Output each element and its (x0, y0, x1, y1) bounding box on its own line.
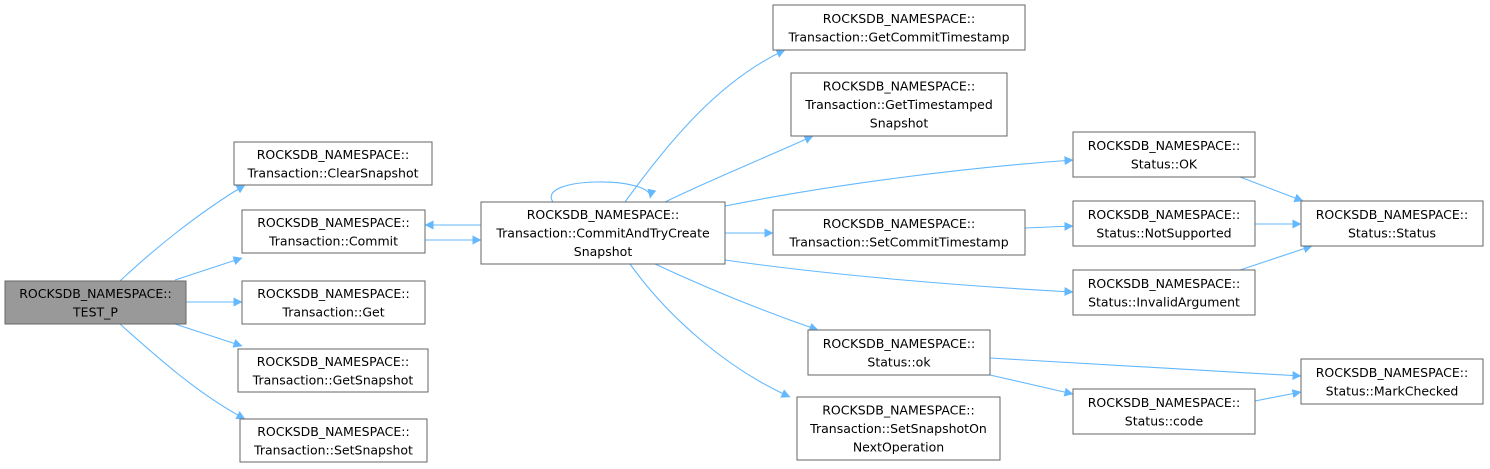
node-label-line: ROCKSDB_NAMESPACE:: (257, 215, 409, 230)
node-status-ok-lower[interactable]: ROCKSDB_NAMESPACE::Status::ok (807, 329, 991, 376)
edge-commit-and-try-to-get-ts-snapshot (664, 135, 814, 203)
node-get-ts-snapshot[interactable]: ROCKSDB_NAMESPACE::Transaction::GetTimes… (790, 72, 1008, 137)
node-label-line: Transaction::Get (281, 304, 384, 319)
node-label-line: ROCKSDB_NAMESPACE:: (19, 286, 171, 301)
node-label-line: Transaction::GetTimestamped (804, 97, 993, 112)
node-box (807, 329, 991, 376)
node-commit[interactable]: ROCKSDB_NAMESPACE::Transaction::Commit (241, 209, 426, 254)
node-label-line: Status::Status (1348, 225, 1436, 240)
node-set-snapshot[interactable]: ROCKSDB_NAMESPACE::Transaction::SetSnaps… (239, 418, 428, 463)
edge-status-ok-lower-to-status-code (989, 374, 1074, 397)
edge-commit-and-try-to-invalid-argument (724, 259, 1074, 297)
node-set-commit-ts[interactable]: ROCKSDB_NAMESPACE::Transaction::SetCommi… (772, 209, 1026, 256)
node-invalid-argument[interactable]: ROCKSDB_NAMESPACE::Status::InvalidArgume… (1072, 269, 1256, 316)
node-box (239, 418, 428, 463)
node-label-line: ROCKSDB_NAMESPACE:: (1088, 276, 1240, 291)
node-box (233, 141, 433, 186)
node-label-line: ROCKSDB_NAMESPACE:: (1088, 138, 1240, 153)
edge-status-ok-lower-to-mark-checked (989, 357, 1302, 380)
node-box (1300, 358, 1484, 405)
edge-status-ok-upper-to-status-status (1239, 176, 1304, 203)
edge-commit-and-try-to-status-ok-lower (654, 263, 819, 332)
node-label-line: Transaction::GetCommitTimestamp (787, 29, 1009, 44)
node-label-line: ROCKSDB_NAMESPACE:: (1088, 395, 1240, 410)
node-label-line: Status::code (1125, 413, 1204, 428)
node-label-line: NextOperation (853, 440, 944, 455)
node-label-line: ROCKSDB_NAMESPACE:: (823, 336, 975, 351)
node-box (772, 4, 1026, 51)
node-box (1072, 269, 1256, 316)
node-box (790, 72, 1008, 137)
node-not-supported[interactable]: ROCKSDB_NAMESPACE::Status::NotSupported (1072, 200, 1256, 247)
node-get[interactable]: ROCKSDB_NAMESPACE::Transaction::Get (241, 280, 426, 325)
node-get-commit-ts[interactable]: ROCKSDB_NAMESPACE::Transaction::GetCommi… (772, 4, 1026, 51)
edge-commit-and-try-to-set-snapshot-on-next (629, 263, 791, 398)
edge-test-p-to-clear-snapshot (119, 184, 246, 282)
edge-test-p-to-set-snapshot (119, 323, 246, 420)
node-status-ok-upper[interactable]: ROCKSDB_NAMESPACE::Status::OK (1072, 131, 1256, 178)
node-label-line: ROCKSDB_NAMESPACE:: (1316, 207, 1468, 222)
node-box (796, 396, 1001, 461)
edge-set-commit-ts-to-not-supported (1024, 221, 1074, 231)
node-label-line: ROCKSDB_NAMESPACE:: (822, 403, 974, 418)
node-label-line: Status::ok (867, 354, 931, 369)
node-box (772, 209, 1026, 256)
node-get-snapshot[interactable]: ROCKSDB_NAMESPACE::Transaction::GetSnaps… (237, 348, 429, 393)
node-label-line: Transaction::SetSnapshotOn (809, 421, 987, 436)
node-label-line: ROCKSDB_NAMESPACE:: (527, 207, 679, 222)
node-status-status[interactable]: ROCKSDB_NAMESPACE::Status::Status (1300, 200, 1484, 247)
node-label-line: ROCKSDB_NAMESPACE:: (1088, 207, 1240, 222)
node-status-code[interactable]: ROCKSDB_NAMESPACE::Status::code (1072, 388, 1256, 435)
node-box (1072, 131, 1256, 178)
node-label-line: Transaction::Commit (268, 233, 398, 248)
node-box (1072, 200, 1256, 247)
node-label-line: Status::OK (1131, 156, 1198, 171)
node-box (480, 201, 726, 265)
node-label-line: ROCKSDB_NAMESPACE:: (823, 216, 975, 231)
node-label-line: Status::NotSupported (1096, 225, 1231, 240)
node-label-line: ROCKSDB_NAMESPACE:: (823, 11, 975, 26)
node-mark-checked[interactable]: ROCKSDB_NAMESPACE::Status::MarkChecked (1300, 358, 1484, 405)
node-label-line: ROCKSDB_NAMESPACE:: (823, 79, 975, 94)
node-box (241, 280, 426, 325)
nodes-layer: ROCKSDB_NAMESPACE::TEST_PROCKSDB_NAMESPA… (4, 4, 1484, 463)
node-box (1072, 388, 1256, 435)
node-box (4, 280, 187, 325)
node-label-line: ROCKSDB_NAMESPACE:: (257, 286, 409, 301)
edges-layer (119, 49, 1313, 420)
node-label-line: Snapshot (574, 244, 633, 259)
edge-commit-and-try-to-commit-and-try (550, 181, 657, 203)
edge-test-p-to-get-snapshot (174, 323, 243, 348)
node-label-line: Status::MarkChecked (1326, 383, 1459, 398)
node-label-line: ROCKSDB_NAMESPACE:: (257, 354, 409, 369)
node-label-line: Transaction::ClearSnapshot (246, 165, 418, 180)
node-label-line: ROCKSDB_NAMESPACE:: (257, 147, 409, 162)
node-label-line: Transaction::GetSnapshot (252, 372, 414, 387)
node-clear-snapshot[interactable]: ROCKSDB_NAMESPACE::Transaction::ClearSna… (233, 141, 433, 186)
node-label-line: Snapshot (870, 116, 929, 131)
node-set-snapshot-on-next[interactable]: ROCKSDB_NAMESPACE::Transaction::SetSnaps… (796, 396, 1001, 461)
node-label-line: Transaction::SetCommitTimestamp (788, 234, 1008, 249)
node-commit-and-try[interactable]: ROCKSDB_NAMESPACE::Transaction::CommitAn… (480, 201, 726, 265)
edge-commit-and-try-to-status-ok-upper (724, 156, 1074, 207)
edge-commit-and-try-to-get-commit-ts (624, 49, 786, 203)
node-box (237, 348, 429, 393)
node-label-line: ROCKSDB_NAMESPACE:: (1316, 365, 1468, 380)
node-test-p[interactable]: ROCKSDB_NAMESPACE::TEST_P (4, 280, 187, 325)
node-box (1300, 200, 1484, 247)
node-label-line: Status::InvalidArgument (1088, 294, 1240, 309)
node-label-line: Transaction::SetSnapshot (253, 442, 413, 457)
edge-status-code-to-mark-checked (1254, 389, 1302, 402)
node-label-line: ROCKSDB_NAMESPACE:: (257, 424, 409, 439)
edge-invalid-argument-to-status-status (1239, 244, 1313, 271)
node-label-line: Transaction::CommitAndTryCreate (495, 226, 710, 241)
node-label-line: TEST_P (72, 304, 118, 319)
node-box (241, 209, 426, 254)
edge-test-p-to-commit (174, 256, 243, 281)
